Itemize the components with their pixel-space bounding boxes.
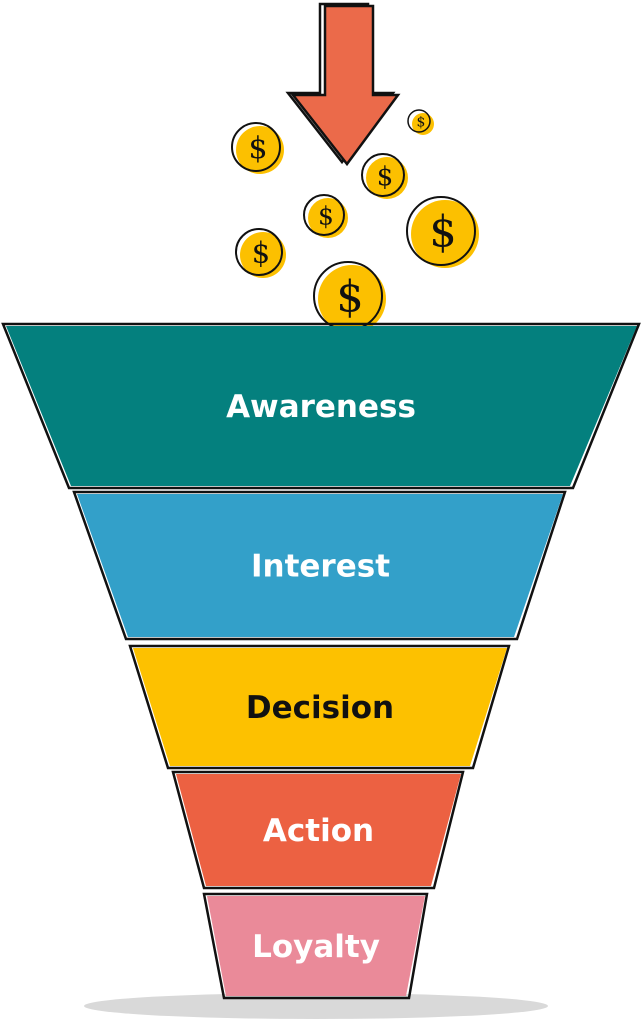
- stage-label-loyalty: Loyalty: [252, 929, 380, 965]
- dollar-symbol: $: [417, 115, 426, 131]
- dollar-symbol: $: [336, 272, 363, 322]
- ground-shadow: [84, 993, 548, 1019]
- dollar-coin-icon: $: [231, 122, 284, 174]
- dollar-coin-icon: $: [361, 153, 408, 199]
- dollar-symbol: $: [318, 201, 334, 230]
- funnel-stage-awareness: Awareness: [1, 322, 641, 490]
- stage-label-action: Action: [263, 813, 374, 849]
- coins-group: $ $ $ $ $ $ $: [231, 109, 479, 333]
- funnel-stage-loyalty: Loyalty: [202, 892, 429, 1000]
- arrow-down-icon: [285, 2, 401, 167]
- stage-label-decision: Decision: [246, 690, 394, 726]
- stage-label-awareness: Awareness: [226, 389, 416, 425]
- dollar-symbol: $: [377, 162, 394, 192]
- dollar-coin-icon: $: [303, 194, 348, 238]
- dollar-symbol: $: [252, 236, 270, 270]
- dollar-symbol: $: [248, 131, 267, 166]
- dollar-coin-icon: $: [235, 228, 286, 278]
- dollar-symbol: $: [429, 207, 456, 257]
- dollar-coin-icon: $: [407, 109, 434, 135]
- dollar-coin-icon: $: [406, 196, 479, 268]
- dollar-coin-icon: $: [313, 261, 386, 333]
- funnel-stage-action: Action: [171, 770, 465, 890]
- funnel-stage-decision: Decision: [128, 644, 511, 770]
- stage-label-interest: Interest: [251, 549, 390, 585]
- funnel-stage-interest: Interest: [72, 490, 567, 641]
